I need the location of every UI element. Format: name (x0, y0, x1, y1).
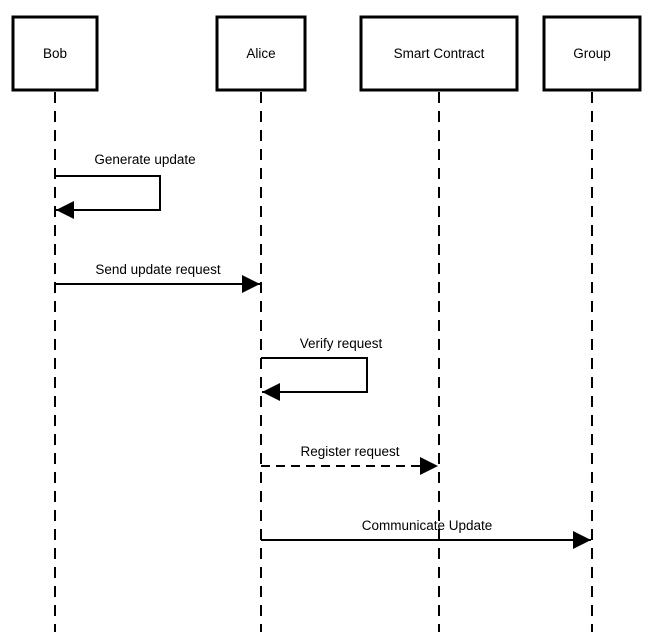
message-generate-update-label: Generate update (94, 152, 195, 167)
message-verify-request: Verify request (261, 336, 383, 401)
actor-smart-contract: Smart Contract (359, 15, 519, 92)
actor-group-label: Group (573, 46, 611, 61)
message-send-update-request: Send update request (55, 262, 260, 293)
actor-alice-label: Alice (246, 46, 275, 61)
message-generate-update-arrow (55, 175, 161, 219)
actor-bob-label: Bob (43, 46, 67, 61)
message-generate-update: Generate update (55, 152, 196, 219)
message-register-request: Register request (261, 444, 438, 475)
message-communicate-update: Communicate Update (261, 518, 591, 549)
actor-bob: Bob (11, 15, 99, 92)
actor-smart-contract-label: Smart Contract (394, 46, 485, 61)
message-communicate-update-label: Communicate Update (362, 518, 493, 533)
message-send-update-request-label: Send update request (95, 262, 221, 277)
message-register-request-label: Register request (300, 444, 399, 459)
actor-alice: Alice (215, 15, 307, 92)
actor-group: Group (542, 15, 642, 92)
message-verify-request-label: Verify request (300, 336, 383, 351)
message-verify-request-arrow (261, 357, 368, 401)
